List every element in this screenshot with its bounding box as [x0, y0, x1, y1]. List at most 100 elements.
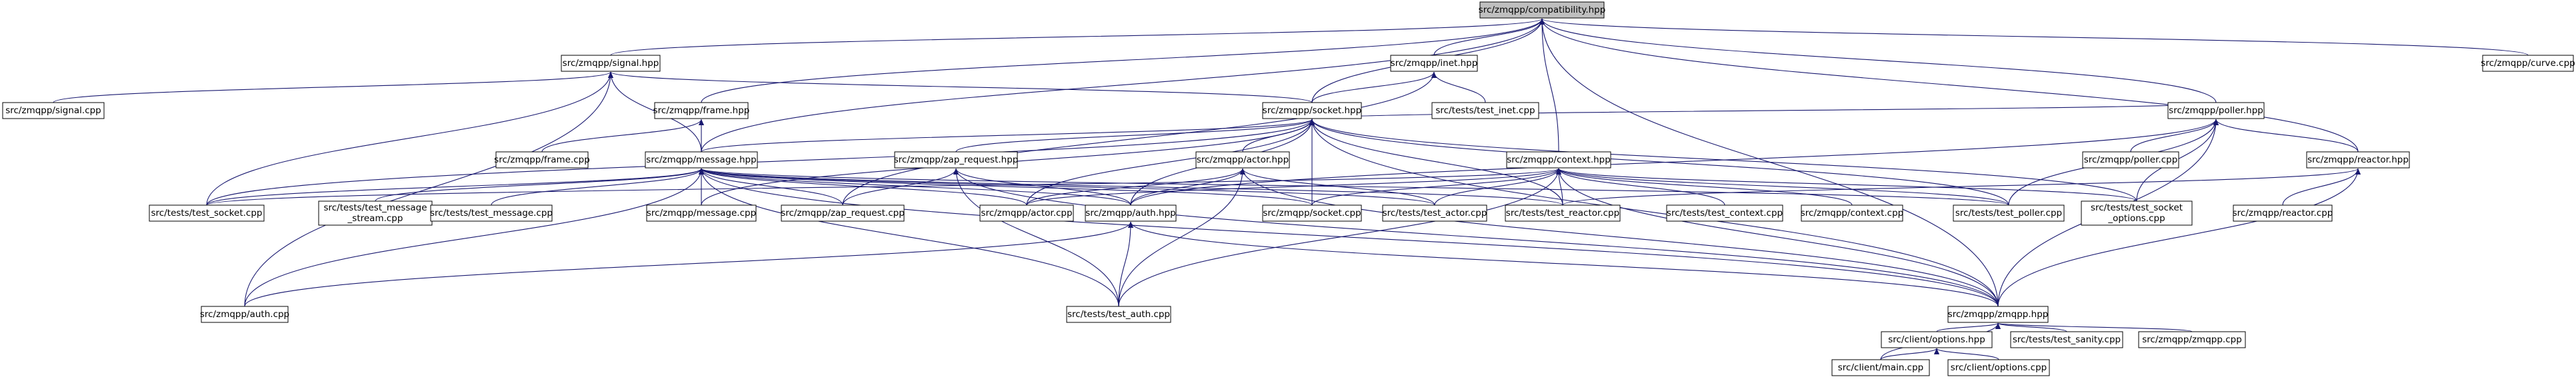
node-box	[2, 102, 105, 119]
node-reactor-cpp[interactable]: src/zmqpp/reactor.cpp	[2233, 204, 2333, 222]
node-curve-cpp[interactable]: src/zmqpp/curve.cpp	[2481, 55, 2575, 72]
node-context-hpp[interactable]: src/zmqpp/context.hpp	[1506, 151, 1611, 169]
node-compat[interactable]: src/zmqpp/compatibility.hpp	[1479, 1, 1606, 19]
edge-line	[608, 71, 1313, 103]
node-actor-cpp[interactable]: src/zmqpp/actor.cpp	[979, 204, 1074, 222]
node-box	[1479, 1, 1605, 19]
edge-line	[206, 168, 1561, 206]
node-zmqpp-hpp[interactable]: src/zmqpp/zmqpp.hpp	[1947, 306, 2049, 323]
edge-auth_cpp-to-auth_hpp	[244, 221, 1133, 307]
node-poller-hpp[interactable]: src/zmqpp/poller.hpp	[2167, 102, 2265, 119]
edge-line	[244, 221, 1133, 307]
edge-layer	[53, 18, 2529, 360]
edge-line	[953, 168, 1131, 206]
node-box	[654, 102, 749, 119]
edge-actor_cpp-to-socket_hpp	[1026, 119, 1315, 206]
node-poller-cpp[interactable]: src/zmqpp/poller.cpp	[2082, 151, 2179, 169]
edge-line	[1556, 168, 1725, 206]
node-frame-cpp[interactable]: src/zmqpp/frame.cpp	[494, 151, 590, 169]
node-frame-hpp[interactable]: src/zmqpp/frame.hpp	[653, 102, 750, 119]
node-label: src/zmqpp/context.cpp	[1801, 208, 1904, 218]
node-signal-hpp[interactable]: src/zmqpp/signal.hpp	[561, 55, 661, 72]
node-test-auth[interactable]: src/tests/test_auth.cpp	[1066, 306, 1171, 323]
edge-line	[1539, 18, 2217, 103]
edge-line	[206, 71, 613, 206]
node-test-socket[interactable]: src/tests/test_socket.cpp	[149, 204, 265, 222]
node-test-poller[interactable]: src/tests/test_poller.cpp	[1953, 204, 2065, 222]
edge-auth_hpp-to-zap_request_hpp	[953, 168, 1131, 206]
edge-test_auth-to-actor_hpp	[1118, 168, 1245, 307]
node-main-cpp[interactable]: src/client/main.cpp	[1831, 359, 1930, 376]
edge-line	[699, 168, 1313, 206]
edge-test_poller-to-context_hpp	[1556, 168, 2009, 206]
edge-line	[1118, 168, 1245, 307]
node-options-hpp[interactable]: src/client/options.hpp	[1881, 331, 1993, 348]
node-test-context[interactable]: src/tests/test_context.cpp	[1666, 204, 1783, 222]
node-test-socket-options[interactable]: src/tests/test_socket_options.cpp	[2081, 200, 2193, 226]
node-test-inet[interactable]: src/tests/test_inet.cpp	[1431, 102, 1539, 119]
edge-line	[1026, 168, 1245, 206]
edge-message_hpp-to-socket_hpp	[701, 119, 1315, 153]
node-zap-request-hpp[interactable]: src/zmqpp/zap_request.hpp	[894, 151, 1019, 169]
edge-line	[2282, 168, 2361, 206]
node-box	[2233, 204, 2333, 222]
edge-zmqpp_hpp-to-zap_request_hpp	[953, 168, 1999, 307]
edge-line	[1026, 168, 1561, 206]
node-box	[1262, 102, 1362, 119]
node-label: src/zmqpp/signal.cpp	[5, 105, 101, 116]
node-label: src/zmqpp/signal.hpp	[563, 58, 659, 69]
node-box	[495, 151, 589, 169]
edge-line	[699, 168, 2009, 206]
edge-line	[1880, 348, 1939, 360]
node-signal-cpp[interactable]: src/zmqpp/signal.cpp	[2, 102, 105, 119]
node-box	[646, 204, 757, 222]
edge-line	[53, 71, 613, 103]
node-auth-hpp[interactable]: src/zmqpp/auth.hpp	[1085, 204, 1177, 222]
node-test-sanity[interactable]: src/tests/test_sanity.cpp	[2010, 331, 2123, 348]
edge-line	[1997, 168, 2361, 307]
node-test-reactor[interactable]: src/tests/test_reactor.cpp	[1505, 204, 1621, 222]
node-test-actor[interactable]: src/tests/test_actor.cpp	[1382, 204, 1487, 222]
edge-inet_hpp-to-compat	[1433, 18, 1545, 56]
node-zmqpp-cpp[interactable]: src/zmqpp/zmqpp.cpp	[2138, 331, 2246, 348]
node-auth-cpp[interactable]: src/zmqpp/auth.cpp	[200, 306, 289, 323]
edge-line	[1130, 168, 1245, 206]
node-actor-hpp[interactable]: src/zmqpp/actor.hpp	[1195, 151, 1290, 169]
node-reactor-hpp[interactable]: src/zmqpp/reactor.hpp	[2306, 151, 2410, 169]
edge-line	[699, 168, 1131, 206]
node-message-cpp[interactable]: src/zmqpp/message.cpp	[646, 204, 757, 222]
node-label: src/tests/test_sanity.cpp	[2013, 334, 2121, 345]
edge-test_auth-to-auth_hpp	[1118, 221, 1133, 307]
edge-options_cpp-to-options_hpp	[1934, 348, 1999, 360]
edge-zmqpp_hpp-to-auth_hpp	[1128, 221, 1999, 307]
node-inet-hpp[interactable]: src/zmqpp/inet.hpp	[1390, 55, 1478, 72]
node-box	[1947, 359, 2050, 376]
edge-line	[1433, 18, 1545, 56]
node-label: src/zmqpp/auth.hpp	[1085, 208, 1175, 218]
node-test-message-stream[interactable]: src/tests/test_message_stream.cpp	[318, 200, 433, 226]
node-socket-hpp[interactable]: src/zmqpp/socket.hpp	[1262, 102, 1362, 119]
node-options-cpp[interactable]: src/client/options.cpp	[1947, 359, 2050, 376]
node-label: src/tests/test_poller.cpp	[1955, 208, 2062, 218]
node-test-message[interactable]: src/tests/test_message.cpp	[430, 204, 553, 222]
node-socket-cpp[interactable]: src/zmqpp/socket.cpp	[1262, 204, 1362, 222]
edge-line	[842, 71, 1437, 206]
edge-line	[1118, 168, 1561, 307]
node-zap-request-cpp[interactable]: src/zmqpp/zap_request.cpp	[781, 204, 905, 222]
node-label: src/zmqpp/poller.hpp	[2169, 105, 2263, 116]
edge-zap_request_hpp-to-socket_hpp	[955, 119, 1315, 153]
node-message-hpp[interactable]: src/zmqpp/message.hpp	[645, 151, 758, 169]
node-box	[979, 204, 1074, 222]
node-label: src/zmqpp/message.cpp	[647, 208, 756, 218]
edge-test_auth-to-context_hpp	[1118, 168, 1561, 307]
edge-zmqpp_hpp-to-message_hpp	[699, 168, 1999, 307]
edge-zap_request_cpp-to-inet_hpp	[842, 71, 1437, 206]
node-context-cpp[interactable]: src/zmqpp/context.cpp	[1801, 204, 1904, 222]
edge-test_inet-to-inet_hpp	[1431, 71, 1486, 103]
edge-zmqpp_hpp-to-reactor_hpp	[1997, 168, 2361, 307]
edge-socket_hpp-to-signal_hpp	[608, 71, 1313, 103]
node-box	[1831, 359, 1930, 376]
edge-line	[1026, 119, 1315, 206]
edge-main_cpp-to-options_hpp	[1880, 348, 1939, 360]
edge-poller_hpp-to-socket_hpp	[1309, 102, 2217, 120]
